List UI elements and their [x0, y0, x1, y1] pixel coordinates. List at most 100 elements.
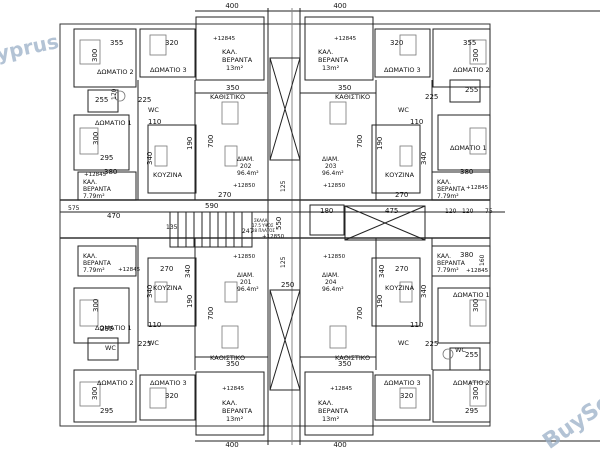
level-marker: +12850: [233, 183, 256, 189]
apartment-number: 204: [325, 279, 337, 286]
dim-300: 300: [472, 299, 480, 312]
dim-700: 700: [356, 135, 364, 148]
veranda-area: 7.79m²: [437, 193, 459, 200]
room-bedroom-3: ΔΩΜΑΤΙΟ 3: [384, 379, 421, 387]
veranda-label: ΒΕΡΑΝΤΑ: [222, 56, 253, 64]
dim-225: 225: [138, 340, 151, 348]
veranda-label: ΚΑΛ.: [222, 399, 237, 407]
veranda-label: ΚΑΛ.: [222, 48, 237, 56]
dim-400: 400: [333, 2, 346, 10]
level-marker: +12845: [222, 386, 245, 392]
structure-lines: [59, 8, 600, 445]
level-marker: +12845: [84, 172, 107, 178]
level-marker: +12850: [323, 254, 346, 260]
dim-270: 270: [218, 191, 231, 199]
dim-110: 110: [148, 118, 161, 126]
dim-295: 295: [100, 407, 113, 415]
level-marker: +12845: [118, 267, 141, 273]
dim-340: 340: [420, 152, 428, 165]
dim-700: 700: [207, 307, 215, 320]
dim-160: 160: [479, 254, 486, 266]
level-marker: +12850: [233, 254, 256, 260]
dim-270: 270: [395, 191, 408, 199]
level-marker: +12850: [323, 183, 346, 189]
dim-350: 350: [226, 84, 239, 92]
room-labels: ΔΩΜΑΤΙΟ 2 ΔΩΜΑΤΙΟ 3 ΔΩΜΑΤΙΟ 1 ΚΑΘΙΣΤΙΚΟ …: [83, 48, 490, 423]
dim-190: 190: [376, 295, 384, 308]
veranda-label: ΒΕΡΑΝΤΑ: [437, 186, 466, 193]
room-bedroom-1: ΔΩΜΑΤΙΟ 1: [450, 144, 487, 152]
veranda-label: ΚΑΛ.: [437, 253, 451, 260]
veranda-area: 13m²: [226, 415, 244, 423]
dim-190: 190: [186, 295, 194, 308]
dim-180: 180: [320, 207, 333, 215]
level-marker: +12845: [466, 268, 489, 274]
dim-355: 355: [463, 39, 476, 47]
room-living: ΚΑΘΙΣΤΙΚΟ: [335, 354, 370, 362]
dim-320: 320: [390, 39, 403, 47]
veranda-area: 13m²: [322, 64, 340, 72]
apartment-number: 202: [240, 163, 252, 170]
apartment-area: 96.4m²: [237, 170, 259, 177]
veranda-label: ΒΕΡΑΝΤΑ: [437, 260, 466, 267]
dim-135: 135: [166, 224, 178, 231]
dim-295: 295: [465, 407, 478, 415]
dim-295: 295: [100, 325, 113, 333]
dim-110: 110: [410, 321, 423, 329]
room-bedroom-2: ΔΩΜΑΤΙΟ 2: [97, 379, 134, 387]
room-living: ΚΑΘΙΣΤΙΚΟ: [335, 93, 370, 101]
veranda-label: ΚΑΛ.: [318, 48, 333, 56]
room-bedroom-3: ΔΩΜΑΤΙΟ 3: [384, 66, 421, 74]
veranda-label: ΚΑΛ.: [83, 253, 97, 260]
dim-320: 320: [165, 392, 178, 400]
dim-350: 350: [338, 84, 351, 92]
dim-247: 247: [242, 228, 254, 235]
dim-350: 350: [226, 360, 239, 368]
veranda-label: ΒΕΡΑΝΤΑ: [83, 260, 112, 267]
level-marker: +12845: [213, 36, 236, 42]
room-living: ΚΑΘΙΣΤΙΚΟ: [210, 93, 245, 101]
dim-255: 255: [465, 86, 478, 94]
dim-350: 350: [338, 360, 351, 368]
dim-550: 550: [275, 217, 283, 230]
apartment-number: 203: [325, 163, 337, 170]
veranda-label: ΒΕΡΑΝΤΑ: [222, 407, 253, 415]
dim-190: 190: [376, 137, 384, 150]
room-wc: WC: [148, 339, 159, 347]
level-marker: +12845: [334, 36, 357, 42]
watermark-left: yprus: [0, 29, 61, 66]
veranda-area: 13m²: [226, 64, 244, 72]
dim-225: 225: [425, 93, 438, 101]
apartment-number: 201: [240, 279, 252, 286]
veranda-area: 13m²: [322, 415, 340, 423]
room-wc: WC: [398, 106, 409, 114]
dim-700: 700: [207, 135, 215, 148]
dim-255: 255: [465, 351, 478, 359]
veranda-label: ΒΕΡΑΝΤΑ: [83, 186, 112, 193]
dim-270: 270: [395, 265, 408, 273]
dim-400: 400: [225, 2, 238, 10]
level-markers: +12845 +12845 +12845 +12845 +12850 +1285…: [84, 36, 489, 392]
dim-125: 125: [280, 180, 287, 192]
room-kitchen: ΚΟΥΖΙΝΑ: [385, 284, 415, 292]
room-kitchen: ΚΟΥΖΙΝΑ: [385, 171, 415, 179]
stair-note: ΣΚΑΛΑ 17.5 ΥΨΟΣ 28 ΠΛΑΤΟΣ: [252, 218, 275, 233]
dim-295: 295: [100, 154, 113, 162]
stair-note-line: 17.5 ΥΨΟΣ: [252, 223, 274, 228]
veranda-area: 7.79m²: [83, 267, 105, 274]
level-marker: +12850: [262, 234, 285, 240]
dim-190: 190: [186, 137, 194, 150]
room-wc: WC: [148, 106, 159, 114]
stair-note-line: ΣΚΑΛΑ: [254, 218, 268, 223]
dim-340: 340: [146, 285, 154, 298]
dim-110: 110: [410, 118, 423, 126]
dim-300: 300: [91, 49, 99, 62]
room-kitchen: ΚΟΥΖΙΝΑ: [153, 171, 183, 179]
room-bedroom-1: ΔΩΜΑΤΙΟ 1: [95, 119, 132, 127]
dim-470: 470: [107, 212, 120, 220]
veranda-label: ΒΕΡΑΝΤΑ: [318, 56, 349, 64]
dim-225: 225: [425, 340, 438, 348]
room-kitchen: ΚΟΥΖΙΝΑ: [153, 284, 183, 292]
dim-270: 270: [160, 265, 173, 273]
